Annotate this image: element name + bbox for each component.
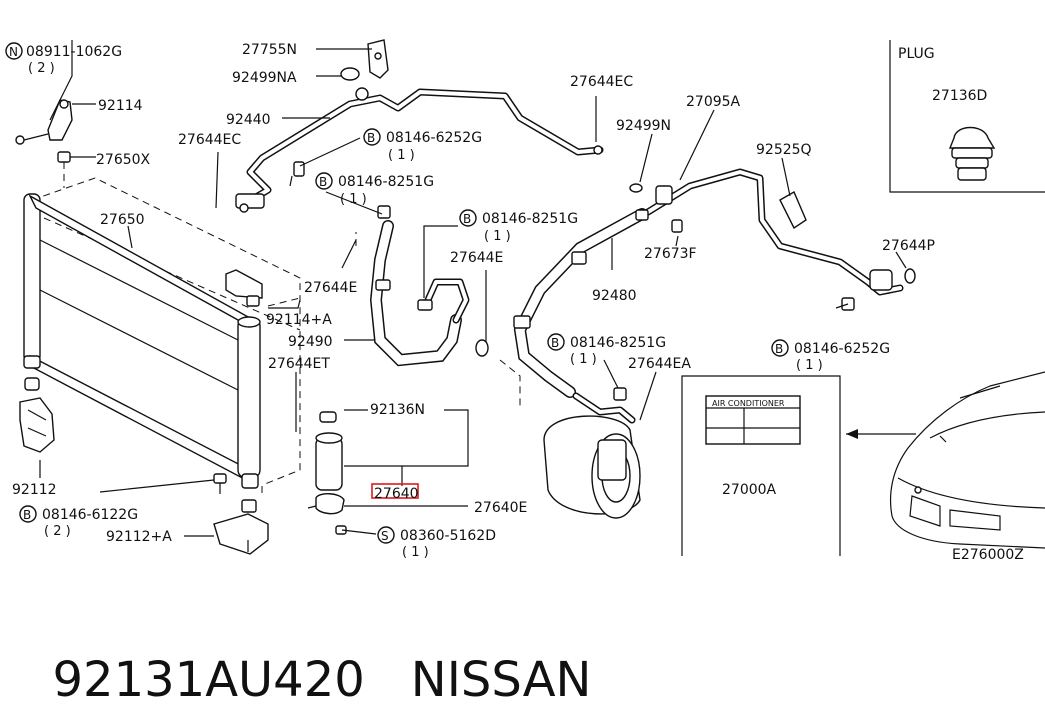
label-panel-27000a: AIR CONDITIONER 27000A [681,375,916,556]
symbol-s-circle [377,526,395,544]
pipe-92440 [235,88,604,213]
symbol-b-f: B [775,342,783,356]
label-27644e-b: 27644E [450,250,503,266]
symbol-n: N [9,45,18,59]
label-92114: 92114 [98,98,143,114]
symbol-b-c: B [23,508,31,522]
label-27136d: 27136D [932,88,987,104]
label-92136n: 92136N [370,402,425,418]
symbol-b-circle-c [19,505,37,523]
label-27640: 27640 [374,486,419,502]
label-08146-8251g-a-qty: ( 1 ) [340,192,367,207]
label-08911-qty: ( 2 ) [28,61,55,76]
label-08360-5162d: 08360-5162D [400,528,496,544]
label-92499n: 92499N [616,118,671,134]
label-92499na: 92499NA [232,70,297,86]
label-08146-8251g-a: 08146-8251G [338,174,434,190]
symbol-n-circle [5,42,23,60]
symbol-b-b: B [319,175,327,189]
label-27644et: 27644ET [268,356,330,372]
highlight-box-27640 [371,483,419,499]
label-08146-6252g-a: 08146-6252G [386,130,482,146]
label-08146-6252g-b: 08146-6252G [794,341,890,357]
bracket-92112a [213,499,269,555]
label-27644p: 27644P [882,238,935,254]
label-08146-8251g-c: 08146-8251G [570,335,666,351]
pipe-92480 [513,168,916,398]
label-92112a: 92112+A [106,529,172,545]
condenser [23,177,301,489]
label-e276000z: E276000Z [952,547,1024,563]
footer-brand: NISSAN [410,652,592,708]
label-92112: 92112 [12,482,57,498]
label-27644ec-right: 27644EC [570,74,633,90]
ac-label-plate [705,395,801,445]
label-92114a: 92114+A [266,312,332,328]
label-08146-6252g-b-qty: ( 1 ) [796,358,823,373]
label-plug: PLUG [898,46,935,62]
label-08146-8251g-b: 08146-8251G [482,211,578,227]
label-08146-8251g-c-qty: ( 1 ) [570,352,597,367]
label-27650x: 27650X [96,152,151,168]
plug-27136d [948,126,996,181]
car-front-outline: E276000Z [889,371,1045,563]
label-92480: 92480 [592,288,637,304]
arrow-left-icon [846,429,858,439]
symbol-b-d: B [463,212,471,226]
symbol-b-e: B [551,336,559,350]
label-27650: 27650 [100,212,145,228]
label-27673f: 27673F [644,246,697,262]
symbol-b-circle-e [547,333,565,351]
label-group: N 08911-1062G ( 2 ) 92114 27650X 27650 2… [5,42,935,560]
symbol-s: S [381,529,389,543]
label-27000a: 27000A [722,482,777,498]
hose-92490 [369,220,489,367]
label-08146-6122g: 08146-6122G [42,507,138,523]
label-08911-1062g: 08911-1062G [26,44,122,60]
label-08146-6122g-qty: ( 2 ) [44,524,71,539]
symbol-b-circle-b [315,172,333,190]
ac-parts-diagram: N 08911-1062G ( 2 ) 92114 27650X 27650 2… [5,39,1045,563]
plug-panel: PLUG 27136D [889,40,1045,193]
bolt-08146-8251g-a [377,205,391,219]
footer-part-number: 92131AU420 [52,652,365,708]
bracket-92114 [15,99,73,188]
compressor [543,387,641,519]
label-08360-qty: ( 1 ) [402,545,429,560]
symbol-b-circle-d [459,209,477,227]
receiver-drier-27640 [307,411,347,535]
label-27644ea: 27644EA [628,356,691,372]
bolt-08146-6122g [213,473,227,494]
ac-label-text: AIR CONDITIONER [712,399,785,408]
label-92440: 92440 [226,112,271,128]
leader-lines [39,40,907,537]
label-08146-8251g-b-qty: ( 1 ) [484,229,511,244]
clip-27755n [367,39,389,79]
symbol-b-circle-a [363,128,381,146]
label-92525q: 92525Q [756,142,812,158]
label-27640e: 27640E [474,500,527,516]
symbol-b-circle-f [771,339,789,357]
label-27644e-a: 27644E [304,280,357,296]
footer: 92131AU420 NISSAN [22,596,592,708]
symbol-b-a: B [367,131,375,145]
grommet-92499na [340,67,369,101]
bracket-92112 [19,377,55,453]
label-92490: 92490 [288,334,333,350]
label-27644ec-left: 27644EC [178,132,241,148]
label-27755n: 27755N [242,42,297,58]
bracket-92114a [225,269,263,307]
label-08146-6252g-a-qty: ( 1 ) [388,148,415,163]
label-27095a: 27095A [686,94,741,110]
